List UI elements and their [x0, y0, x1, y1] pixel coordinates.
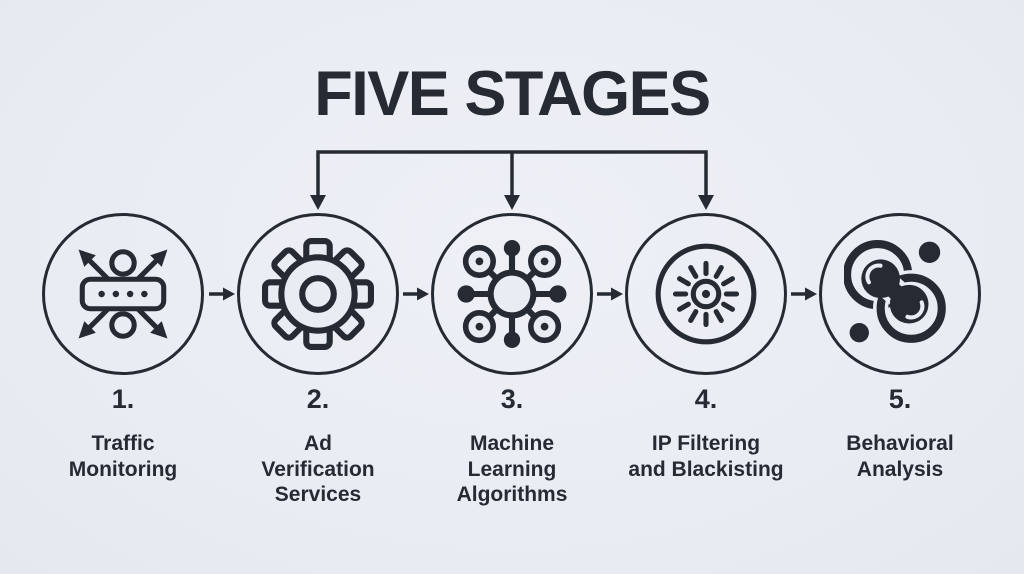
stage-label-3: Machine Learning Algorithms: [456, 432, 568, 506]
bracket-connector: [310, 150, 714, 210]
iris-filter-icon: [655, 243, 757, 345]
stage-number-5: 5.: [888, 384, 912, 414]
stage-label-1: Traffic Monitoring: [68, 432, 178, 481]
linked-molecules-icon: [844, 240, 950, 347]
arrow-down-icon: [310, 195, 326, 210]
arrow-down-icon: [698, 195, 714, 210]
stage-number-3: 3.: [500, 384, 524, 414]
arrow-right-icon: [417, 287, 429, 301]
stage-circle-3: [431, 213, 593, 375]
arrow-right-icon: [805, 287, 817, 301]
network-nodes-icon: [457, 240, 567, 348]
arrow-down-icon: [504, 195, 520, 210]
stage-label-5: Behavioral Analysis: [846, 432, 954, 481]
flow-arrow: [403, 287, 429, 301]
stage-circle-4: [625, 213, 787, 375]
flow-arrow: [791, 287, 817, 301]
flow-arrow: [597, 287, 623, 301]
stage-number-2: 2.: [306, 384, 330, 414]
stage-label-4: IP Filtering and Blackisting: [628, 432, 784, 481]
stage-circle-5: [819, 213, 981, 375]
stage-circle-1: [42, 213, 204, 375]
traffic-monitoring-icon: [78, 249, 168, 339]
stage-circle-2: [237, 213, 399, 375]
stage-number-4: 4.: [694, 384, 718, 414]
arrow-right-icon: [611, 287, 623, 301]
stage-label-2: Ad Verification Services: [261, 432, 375, 506]
stage-number-1: 1.: [111, 384, 135, 414]
flow-arrow: [209, 287, 235, 301]
gear-icon: [262, 238, 374, 350]
arrow-right-icon: [223, 287, 235, 301]
page-title: FIVE STAGES: [314, 59, 711, 129]
